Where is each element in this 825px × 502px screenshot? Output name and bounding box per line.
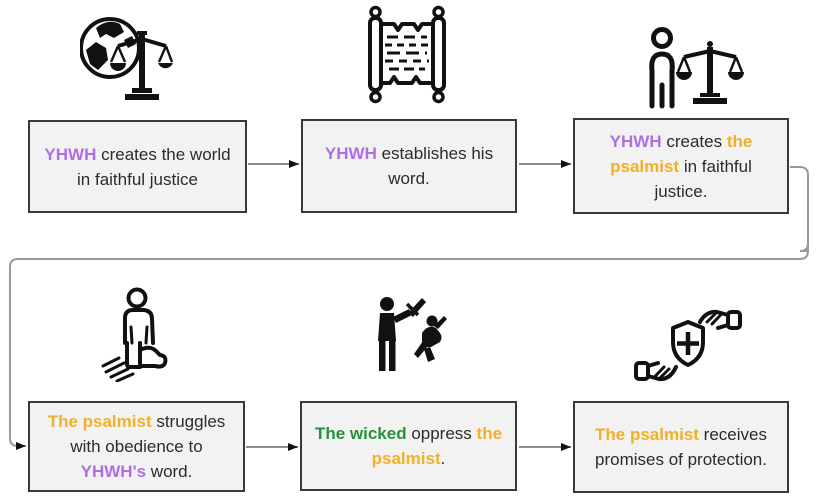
flow-step-1-text: YHWH creates the world in faithful justi… xyxy=(44,144,231,189)
flow-step-4-text: The psalmist struggles with obedience to… xyxy=(47,412,226,481)
flow-step-2: YHWH establishes his word. xyxy=(301,119,517,213)
flow-step-5: The wicked oppress the psalmist. xyxy=(300,401,517,491)
globe-justice-scales-icon xyxy=(80,6,174,108)
hands-shield-protection-icon xyxy=(632,306,744,388)
flow-step-6-text: The psalmist receives promises of protec… xyxy=(595,425,767,469)
flow-step-3-text: YHWH creates the psalmist in faithful ju… xyxy=(609,131,753,201)
flow-step-6: The psalmist receives promises of protec… xyxy=(573,401,789,493)
wicked-attacker-sword-icon xyxy=(368,296,450,372)
torah-scroll-icon xyxy=(357,4,457,105)
flow-step-3: YHWH creates the psalmist in faithful ju… xyxy=(573,118,789,214)
kneeling-person-icon xyxy=(100,287,172,382)
flow-step-2-text: YHWH establishes his word. xyxy=(324,144,494,188)
person-justice-scales-icon xyxy=(642,27,748,109)
flow-step-1: YHWH creates the world in faithful justi… xyxy=(28,120,247,213)
flow-step-5-text: The wicked oppress the psalmist. xyxy=(314,424,503,468)
flow-step-4: The psalmist struggles with obedience to… xyxy=(28,401,245,492)
arrow-step3-step4 xyxy=(9,166,809,446)
